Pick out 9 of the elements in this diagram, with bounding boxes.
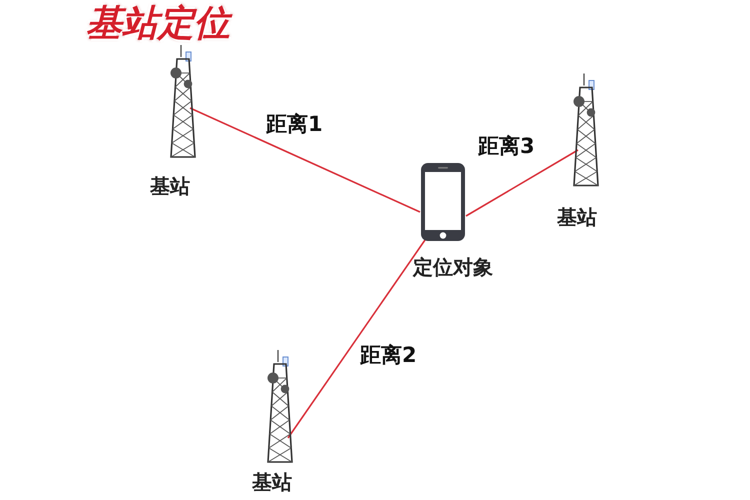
node-label: 基站 xyxy=(252,472,292,492)
smartphone-icon xyxy=(420,162,466,242)
node-label: 基站 xyxy=(150,176,190,196)
connector-line xyxy=(466,149,578,217)
node-label: 基站 xyxy=(557,207,597,227)
node-label: 定位对象 xyxy=(413,257,493,277)
connector-line xyxy=(287,240,426,438)
connector-line xyxy=(190,107,420,213)
title: 基站定位 xyxy=(86,4,230,44)
